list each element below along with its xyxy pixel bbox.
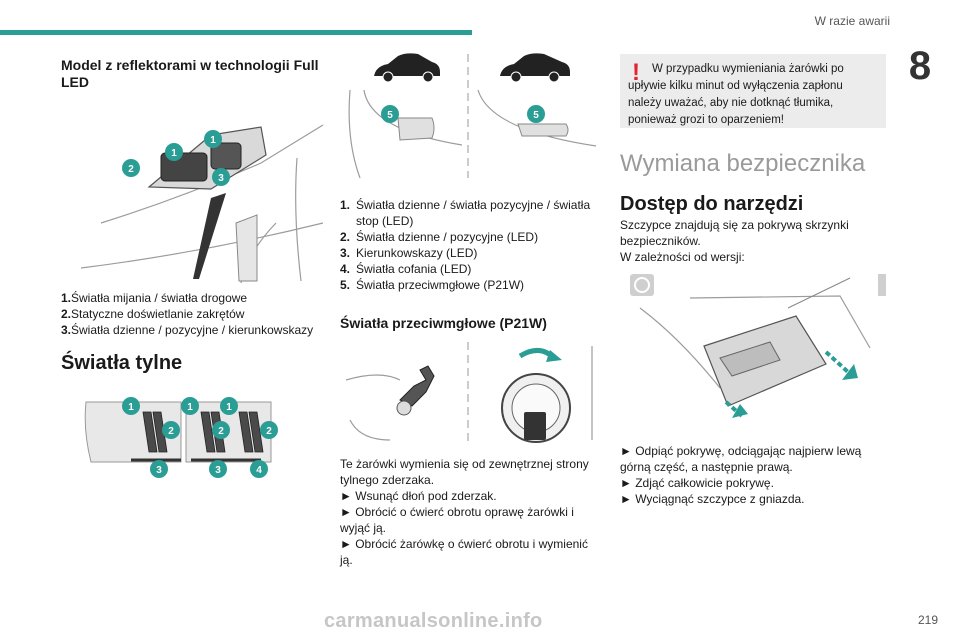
tools-intro: Szczypce znajdują się za pokrywą skrzynk… <box>620 217 886 265</box>
fog-lights-heading: Światła przeciwmgłowe (P21W) <box>340 315 547 331</box>
badge-text: 3 <box>215 465 221 476</box>
fog-intro-text: Te żarówki wymienia się od zewnętrznej s… <box>340 457 589 487</box>
tools-step: ► Zdjąć całkowicie pokrywę. <box>620 476 774 490</box>
rear-lights-list: 1. Światła dzienne / światła pozycyjne / … <box>340 197 602 293</box>
badge-bumper-5a: 5 <box>381 105 399 123</box>
badge-text: 3 <box>156 465 162 476</box>
full-led-headlamp-illustration: 1 1 2 3 <box>80 124 324 283</box>
fog-light-location-illustration: 5 5 <box>348 53 597 179</box>
fuse-icon <box>878 274 886 296</box>
badge-text: 3 <box>218 173 224 184</box>
tools-step: ► Wyciągnąć szczypce z gniazda. <box>620 492 805 506</box>
fuse-replacement-heading: Wymiana bezpiecznika <box>620 150 866 177</box>
item-number: 3. <box>61 323 72 337</box>
badge-front-2: 2 <box>122 159 140 177</box>
page-number: 219 <box>918 613 939 627</box>
full-led-heading: Model z reflektorami w technologii Full … <box>61 57 319 90</box>
list-item: 3.Światła dzienne / pozycyjne / kierunko… <box>61 322 329 338</box>
fog-step: ► Obrócić o ćwierć obrotu oprawę żarówki… <box>340 505 574 535</box>
item-number: 1. <box>340 198 351 212</box>
car-silhouette-icon <box>500 53 570 83</box>
item-number: 4. <box>340 262 351 276</box>
list-item: 3. Kierunkowskazy (LED) <box>340 245 602 261</box>
watermark: carmanualsonline.info <box>324 610 543 632</box>
section-title: W razie awarii <box>814 14 890 28</box>
badge-rear-1b: 1 <box>181 397 199 415</box>
badge-rear-2c: 2 <box>260 421 278 439</box>
tools-steps: ► Odpiąć pokrywę, odciągając najpierw le… <box>620 443 886 507</box>
fusebox-cover-illustration <box>630 274 886 418</box>
tools-access-heading: Dostęp do narzędzi <box>620 193 804 215</box>
badge-text: 1 <box>187 402 193 413</box>
rear-lights-heading: Światła tylne <box>61 352 183 374</box>
fog-step: ► Wsunąć dłoń pod zderzak. <box>340 489 497 503</box>
item-number: 1. <box>61 291 72 305</box>
badge-text: 2 <box>128 164 134 175</box>
badge-text: 1 <box>128 402 134 413</box>
item-text: Światła dzienne / światła pozycyjne / św… <box>356 198 591 228</box>
badge-text: 1 <box>210 135 216 146</box>
badge-text: 5 <box>533 110 539 121</box>
item-number: 3. <box>340 246 351 260</box>
badge-text: 2 <box>218 426 224 437</box>
fog-step: ► Obrócić żarówkę o ćwierć obrotu i wymi… <box>340 537 588 567</box>
item-number: 2. <box>340 230 351 244</box>
list-item: 1.Światła mijania / światła drogowe <box>61 290 329 306</box>
item-text: Światła mijania / światła drogowe <box>71 291 248 305</box>
tools-text: Szczypce znajdują się za pokrywą skrzynk… <box>620 218 849 248</box>
warning-exclamation-icon: ! <box>632 59 640 86</box>
badge-text: 2 <box>168 426 174 437</box>
rear-lights-illustration: 1 2 3 1 1 2 2 3 4 <box>84 397 278 478</box>
warning-box <box>620 54 886 128</box>
item-number: 2. <box>61 307 72 321</box>
item-text: Światła dzienne / pozycyjne / kierunkows… <box>71 323 314 337</box>
badge-rear-1: 1 <box>122 397 140 415</box>
badge-text: 1 <box>171 148 177 159</box>
tools-text: W zależności od wersji: <box>620 250 745 264</box>
fog-bulb-replacement-illustration <box>345 342 593 443</box>
full-led-list: 1.Światła mijania / światła drogowe 2.St… <box>61 290 329 338</box>
list-item: 2. Światła dzienne / pozycyjne (LED) <box>340 229 602 245</box>
badge-front-1a: 1 <box>204 130 222 148</box>
item-text: Statyczne doświetlanie zakrętów <box>71 307 245 321</box>
badge-rear-2b: 2 <box>212 421 230 439</box>
list-item: 2.Statyczne doświetlanie zakrętów <box>61 306 329 322</box>
item-text: Kierunkowskazy (LED) <box>356 246 478 260</box>
badge-text: 2 <box>266 426 272 437</box>
badge-front-3: 3 <box>212 168 230 186</box>
badge-rear-1c: 1 <box>220 397 238 415</box>
badge-rear-4: 4 <box>250 460 268 478</box>
badge-front-1b: 1 <box>165 143 183 161</box>
badge-bumper-5b: 5 <box>527 105 545 123</box>
header-accent-bar <box>0 30 472 35</box>
list-item: 5. Światła przeciwmgłowe (P21W) <box>340 277 602 293</box>
list-item: 1. Światła dzienne / światła pozycyjne / … <box>340 197 602 229</box>
badge-text: 1 <box>226 402 232 413</box>
badge-text: 5 <box>387 110 393 121</box>
tools-step: ► Odpiąć pokrywę, odciągając najpierw le… <box>620 444 862 474</box>
item-text: Światła przeciwmgłowe (P21W) <box>356 278 525 292</box>
item-text: Światła dzienne / pozycyjne (LED) <box>356 230 539 244</box>
badge-text: 4 <box>256 465 262 476</box>
item-text: Światła cofania (LED) <box>356 262 472 276</box>
badge-rear-3b: 3 <box>209 460 227 478</box>
badge-rear-3: 3 <box>150 460 168 478</box>
badge-rear-2: 2 <box>162 421 180 439</box>
fog-instructions: Te żarówki wymienia się od zewnętrznej s… <box>340 456 602 568</box>
warning-text: W przypadku wymieniania żarówki po upływ… <box>628 63 844 126</box>
car-silhouette-icon <box>374 53 440 83</box>
list-item: 4. Światła cofania (LED) <box>340 261 602 277</box>
item-number: 5. <box>340 278 351 292</box>
chapter-number: 8 <box>908 44 932 88</box>
steering-wheel-icon <box>630 274 654 296</box>
